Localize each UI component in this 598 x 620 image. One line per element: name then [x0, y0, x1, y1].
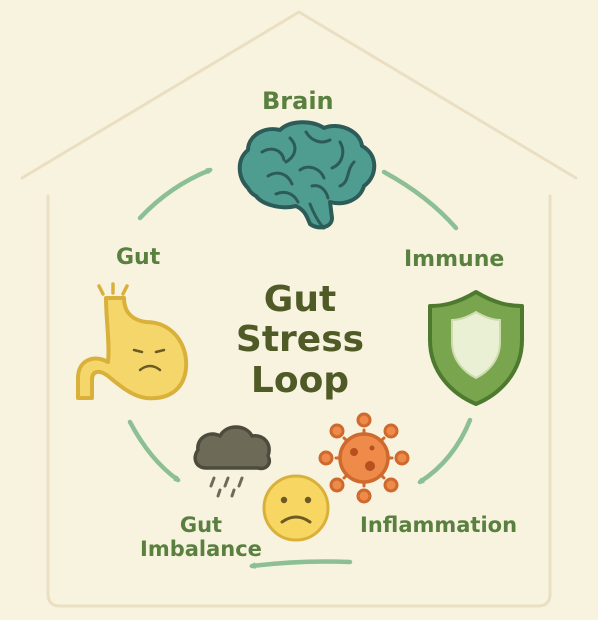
stomach-icon — [76, 282, 189, 401]
arrow-imbalance-to-gut — [127, 419, 178, 483]
node-label-brain: Brain — [262, 87, 334, 115]
house-walls — [46, 194, 552, 608]
loop-arrows — [127, 167, 473, 567]
node-label-gut-imbalance-line-2: Imbalance — [140, 536, 262, 561]
sad-face-icon — [262, 474, 330, 542]
house-roof — [20, 10, 578, 180]
node-label-inflammation: Inflammation — [360, 513, 518, 537]
arrow-brain-to-immune — [381, 169, 459, 231]
microbe-icon — [318, 412, 410, 504]
arrow-immune-to-inflammation — [420, 417, 473, 485]
diagram-title: Gut Stress Loop — [202, 279, 398, 401]
arrow-gut-to-brain — [137, 167, 210, 221]
node-label-immune: Immune — [404, 247, 505, 272]
diagram-title-line-2: Stress — [235, 319, 365, 361]
arrow-inflammation-to-imbalance — [252, 559, 353, 567]
brain-icon — [237, 120, 377, 230]
storm-cloud-icon — [193, 425, 271, 498]
node-label-gut-imbalance: Gut Imbalance — [140, 513, 262, 561]
node-label-gut-imbalance-line-1: Gut — [179, 513, 223, 537]
diagram-title-line-1: Gut — [263, 279, 337, 320]
node-label-gut: Gut — [116, 245, 161, 270]
diagram-title-line-3: Loop — [250, 359, 350, 401]
house-frame — [20, 10, 578, 608]
shield-icon — [428, 290, 524, 406]
